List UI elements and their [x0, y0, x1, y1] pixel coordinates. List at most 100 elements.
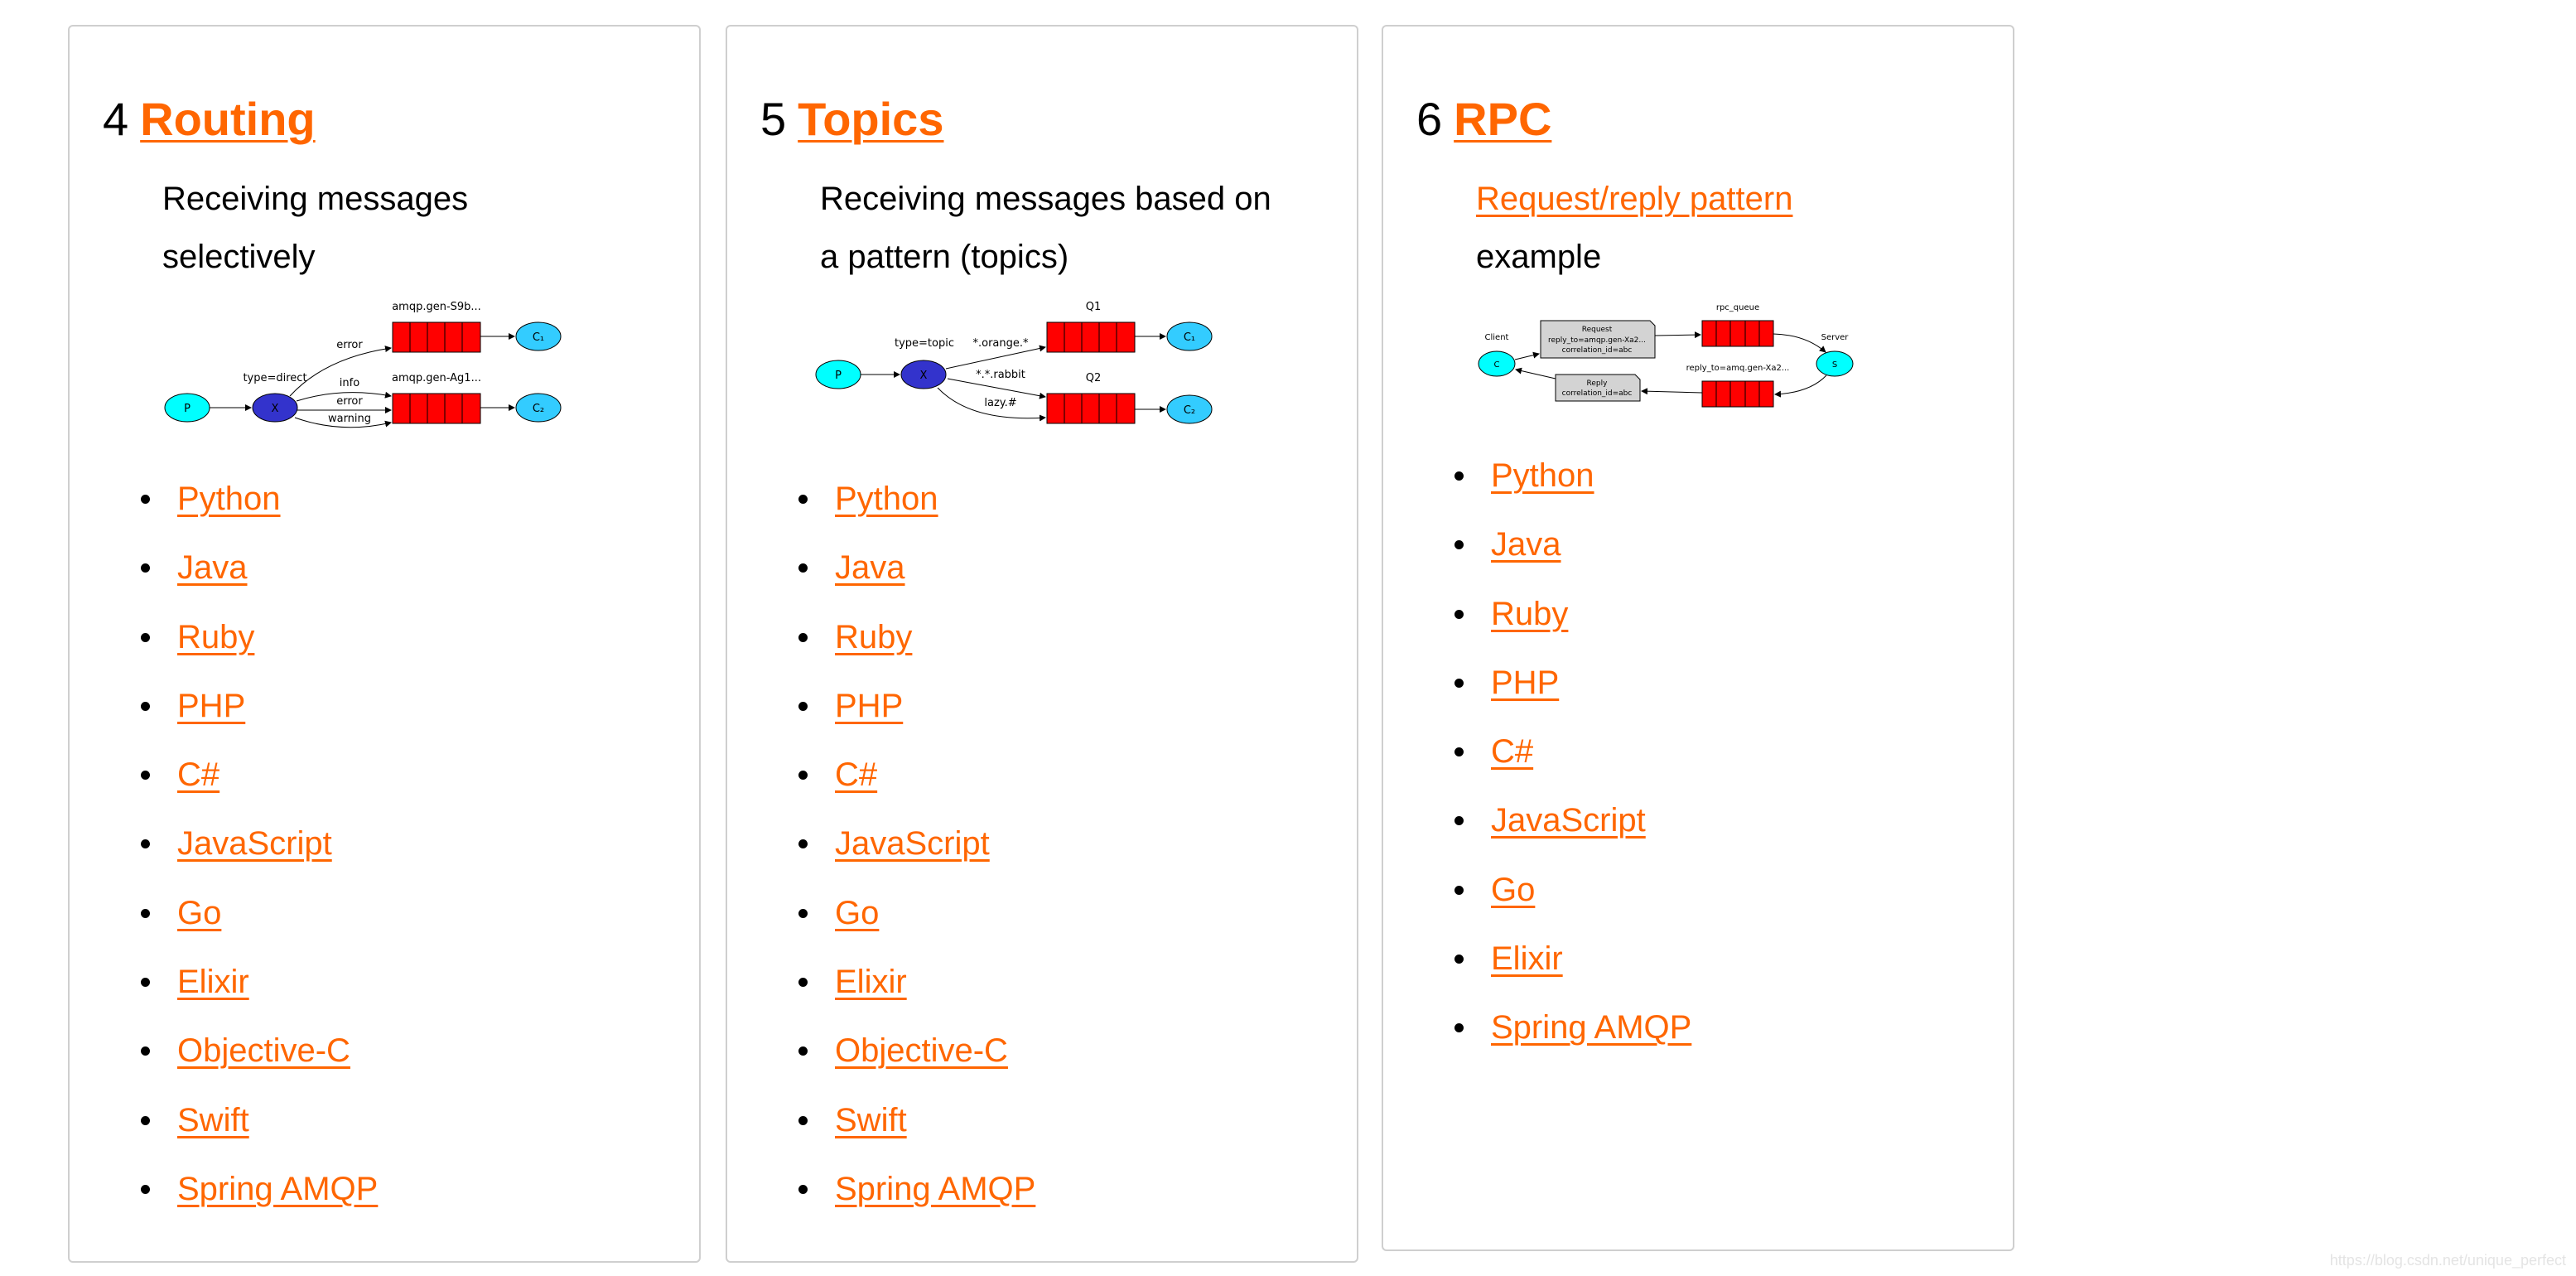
exchange-label: X: [920, 370, 928, 382]
producer-node: [164, 393, 210, 423]
topics-diagram: P X C₁ C₂ Q1 Q2 type=topic *.orange.* *.…: [815, 301, 1213, 424]
language-list-item: PHP: [141, 672, 378, 741]
bullet-icon: [798, 1046, 808, 1056]
language-link-python[interactable]: Python: [177, 481, 281, 517]
language-link-elixir[interactable]: Elixir: [1491, 940, 1563, 978]
exchange-type-label: type=topic: [895, 337, 954, 350]
language-list-item: Go: [1454, 856, 1691, 925]
language-link-spring-amqp[interactable]: Spring AMQP: [1491, 1009, 1692, 1046]
language-link-java[interactable]: Java: [1491, 526, 1561, 563]
bullet-icon: [1454, 816, 1464, 826]
client-node: [1478, 350, 1516, 377]
bullet-icon: [1454, 540, 1464, 550]
language-link-go[interactable]: Go: [835, 894, 880, 931]
rpc-diagram: Client C Server S Request reply_to=amqp.…: [1478, 303, 1854, 408]
language-link-go[interactable]: Go: [177, 894, 222, 931]
binding-label: error: [336, 395, 363, 408]
language-link-javascript[interactable]: JavaScript: [177, 825, 332, 863]
language-list-item: Elixir: [141, 948, 378, 1017]
server-node: [1816, 350, 1854, 377]
bullet-icon: [798, 978, 808, 988]
reply-queue: [1701, 380, 1774, 408]
language-link-spring-amqp[interactable]: Spring AMQP: [835, 1170, 1036, 1207]
server-node-label: S: [1832, 360, 1837, 370]
queue-2: [392, 393, 481, 424]
language-list-item: Java: [798, 534, 1035, 602]
queue-1-label: Q1: [1086, 301, 1102, 313]
consumer-1-label: C₁: [1184, 331, 1195, 344]
language-link-swift[interactable]: Swift: [835, 1101, 907, 1138]
routing-title-link[interactable]: Routing: [140, 93, 316, 145]
tutorial-number: 4: [103, 93, 129, 145]
language-list-item: Python: [1454, 442, 1691, 510]
bullet-icon: [141, 771, 150, 781]
bullet-icon: [1454, 609, 1464, 619]
bullet-icon: [798, 771, 808, 781]
language-link-ruby[interactable]: Ruby: [1491, 595, 1569, 632]
language-link-python[interactable]: Python: [835, 481, 938, 517]
language-link-elixir[interactable]: Elixir: [177, 964, 249, 1001]
producer-label: P: [835, 370, 842, 382]
language-list-item: Swift: [798, 1086, 1035, 1155]
language-link-objective-c[interactable]: Objective-C: [177, 1032, 350, 1070]
rpc-queue: [1701, 320, 1774, 347]
language-list-item: Objective-C: [798, 1017, 1035, 1085]
consumer-1-node: [515, 321, 562, 351]
request-reply-to: reply_to=amqp.gen-Xa2...: [1548, 336, 1646, 345]
language-list-item: Elixir: [1454, 925, 1691, 993]
language-list-item: PHP: [1454, 649, 1691, 718]
language-link-c[interactable]: C#: [1491, 733, 1534, 771]
language-list-item: C#: [141, 741, 378, 810]
language-link-spring-amqp[interactable]: Spring AMQP: [177, 1170, 379, 1207]
language-link-python[interactable]: Python: [1491, 457, 1594, 494]
queue-1: [392, 321, 481, 353]
bullet-icon: [1454, 471, 1464, 481]
description-text: example: [1476, 239, 1602, 275]
producer-label: P: [184, 403, 191, 415]
language-link-objective-c[interactable]: Objective-C: [835, 1032, 1008, 1070]
language-list-item: C#: [798, 741, 1035, 810]
language-link-swift[interactable]: Swift: [177, 1101, 249, 1138]
language-link-elixir[interactable]: Elixir: [835, 964, 907, 1001]
language-link-javascript[interactable]: JavaScript: [1491, 802, 1646, 839]
language-list-item: Spring AMQP: [798, 1155, 1035, 1224]
bullet-icon: [141, 839, 150, 849]
rpc-title-link[interactable]: RPC: [1454, 93, 1552, 145]
language-link-ruby[interactable]: Ruby: [177, 618, 255, 655]
topics-title-link[interactable]: Topics: [798, 93, 944, 145]
bullet-icon: [141, 495, 150, 504]
language-list-item: Ruby: [141, 603, 378, 672]
bullet-icon: [141, 632, 150, 642]
tutorial-number: 6: [1416, 93, 1443, 145]
language-link-php[interactable]: PHP: [1491, 664, 1560, 701]
language-link-php[interactable]: PHP: [177, 687, 246, 724]
language-link-go[interactable]: Go: [1491, 871, 1536, 908]
language-list-item: JavaScript: [141, 810, 378, 878]
queue-2-label: Q2: [1086, 372, 1102, 384]
bullet-icon: [141, 1115, 150, 1125]
language-list-item: Spring AMQP: [141, 1155, 378, 1224]
language-link-php[interactable]: PHP: [835, 687, 904, 724]
watermark: https://blog.csdn.net/unique_perfect: [2329, 1252, 2566, 1269]
language-list-item: Ruby: [798, 603, 1035, 672]
language-link-javascript[interactable]: JavaScript: [835, 825, 990, 863]
exchange-node: [900, 360, 947, 389]
binding-label: warning: [328, 413, 371, 425]
language-link-ruby[interactable]: Ruby: [835, 618, 913, 655]
bullet-icon: [798, 563, 808, 573]
language-link-c[interactable]: C#: [177, 756, 220, 794]
request-reply-pattern-link[interactable]: Request/reply pattern: [1476, 181, 1793, 217]
language-list-item: Spring AMQP: [1454, 993, 1691, 1062]
language-link-java[interactable]: Java: [835, 549, 905, 587]
language-list-item: C#: [1454, 718, 1691, 786]
language-link-java[interactable]: Java: [177, 549, 248, 587]
consumer-1-node: [1166, 321, 1213, 351]
language-link-c[interactable]: C#: [835, 756, 878, 794]
